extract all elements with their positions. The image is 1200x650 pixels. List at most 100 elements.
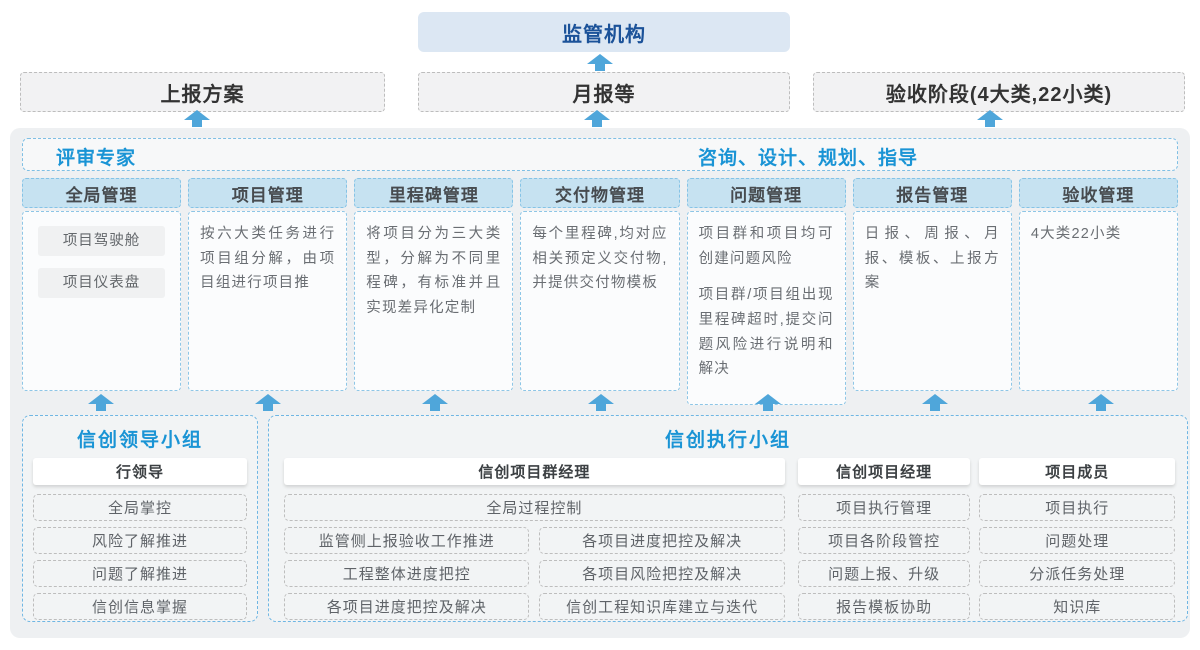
column-header: 项目管理 <box>188 178 348 208</box>
role-label: 信创项目群经理 <box>478 464 591 481</box>
column-title: 项目管理 <box>231 185 304 205</box>
column-acceptance-mgmt: 验收管理 4大类22小类 <box>1018 178 1178 391</box>
review-experts-label: 评审专家 <box>56 148 137 169</box>
project-member-role-box: 项目成员 <box>979 458 1175 485</box>
list-item: 知识库 <box>979 593 1175 620</box>
role-label: 项目成员 <box>1045 464 1110 481</box>
column-title: 验收管理 <box>1062 185 1135 205</box>
grid-row: 各项目进度把控及解决 信创工程知识库建立与迭代 <box>284 593 785 620</box>
acceptance-stage-label: 验收阶段(4大类,22小类) <box>885 83 1113 106</box>
report-plan-label: 上报方案 <box>160 83 245 106</box>
grid-row: 监管侧上报验收工作推进 各项目进度把控及解决 <box>284 527 785 554</box>
column-title: 交付物管理 <box>554 185 645 205</box>
list-item: 问题处理 <box>979 527 1175 554</box>
column-text: 日报、周报、月报、模板、上报方案 <box>864 226 1000 292</box>
list-item: 项目各阶段管控 <box>797 527 971 554</box>
up-arrow-icon <box>584 110 610 127</box>
item-label: 监管侧上报验收工作推进 <box>318 533 495 550</box>
column-body: 4大类22小类 <box>1018 211 1178 391</box>
execution-group-body: 信创项目群经理 全局过程控制 监管侧上报验收工作推进 各项目进度把控及解决 工程… <box>269 451 1187 620</box>
list-item: 问题了解推进 <box>33 560 247 587</box>
list-item: 风险了解推进 <box>33 527 247 554</box>
item-label: 工程整体进度把控 <box>342 566 471 583</box>
up-arrow-icon <box>755 394 781 411</box>
item-label: 各项目风险把控及解决 <box>582 566 743 583</box>
column-text: 按六大类任务进行项目组分解，由项目组进行项目推 <box>200 226 336 292</box>
list-item: 信创工程知识库建立与迭代 <box>539 593 785 620</box>
expert-header-bar: 评审专家 咨询、设计、规划、指导 <box>22 138 1178 171</box>
list-item: 项目执行 <box>979 494 1175 521</box>
list-item: 各项目进度把控及解决 <box>284 593 530 620</box>
leadership-group: 信创领导小组 行领导 全局掌控 风险了解推进 问题了解推进 信创信息掌握 <box>22 415 258 622</box>
up-arrow-icon <box>977 110 1003 127</box>
column-title: 全局管理 <box>65 185 138 205</box>
column-global-mgmt: 全局管理 项目驾驶舱 项目仪表盘 <box>22 178 182 391</box>
pill-label: 项目驾驶舱 <box>62 232 141 249</box>
item-label: 知识库 <box>1053 599 1102 616</box>
regulator-label: 监管机构 <box>562 23 646 46</box>
column-header: 里程碑管理 <box>354 178 514 208</box>
monthly-report-box: 月报等 <box>418 72 790 112</box>
up-arrow-icon <box>1088 394 1114 411</box>
report-plan-box: 上报方案 <box>20 72 385 112</box>
column-header: 交付物管理 <box>520 178 680 208</box>
column-text: 项目群/项目组出现里程碑超时,提交问题风险进行说明和解决 <box>698 287 834 378</box>
item-label: 信创工程知识库建立与迭代 <box>566 599 759 616</box>
column-milestone-mgmt: 里程碑管理 将项目分为三大类型，分解为不同里程碑，有标准并且实现差异化定制 <box>354 178 514 391</box>
management-columns: 全局管理 项目驾驶舱 项目仪表盘 项目管理 按六大类任务进行项目组分解，由项目组… <box>22 178 1178 405</box>
column-header: 验收管理 <box>1018 178 1178 208</box>
item-label: 信创信息掌握 <box>91 599 188 616</box>
project-dashboard-pill: 项目仪表盘 <box>38 268 166 298</box>
list-item: 全局掌控 <box>33 494 247 521</box>
up-arrow-icon <box>255 394 281 411</box>
role-label: 行领导 <box>115 464 164 481</box>
column-report-mgmt: 报告管理 日报、周报、月报、模板、上报方案 <box>852 178 1012 391</box>
column-body: 按六大类任务进行项目组分解，由项目组进行项目推 <box>188 211 348 391</box>
pill-label: 项目仪表盘 <box>62 274 141 291</box>
list-item: 信创信息掌握 <box>33 593 247 620</box>
acceptance-stage-box: 验收阶段(4大类,22小类) <box>813 72 1185 112</box>
project-member-section: 项目成员 项目执行 问题处理 分派任务处理 知识库 <box>979 458 1175 620</box>
column-title: 报告管理 <box>896 185 969 205</box>
up-arrow-icon <box>88 394 114 411</box>
column-body: 每个里程碑,均对应相关预定义交付物,并提供交付物模板 <box>520 211 680 391</box>
consult-design-label: 咨询、设计、规划、指导 <box>698 148 919 169</box>
item-label: 报告模板协助 <box>836 599 933 616</box>
platform-container: 评审专家 咨询、设计、规划、指导 全局管理 项目驾驶舱 项目仪表盘 项目管理 按 <box>10 128 1190 638</box>
list-item: 全局过程控制 <box>284 494 785 521</box>
leadership-group-body: 行领导 全局掌控 风险了解推进 问题了解推进 信创信息掌握 <box>23 451 257 620</box>
item-label: 项目执行管理 <box>836 500 933 517</box>
item-label: 全局掌控 <box>107 500 172 517</box>
list-item: 各项目进度把控及解决 <box>539 527 785 554</box>
project-manager-role-box: 信创项目经理 <box>797 458 971 485</box>
list-item: 监管侧上报验收工作推进 <box>284 527 530 554</box>
column-issue-mgmt: 问题管理 项目群和项目均可创建问题风险 项目群/项目组出现里程碑超时,提交问题风… <box>686 178 846 405</box>
list-item: 各项目风险把控及解决 <box>539 560 785 587</box>
column-body: 将项目分为三大类型，分解为不同里程碑，有标准并且实现差异化定制 <box>354 211 514 391</box>
column-text: 将项目分为三大类型，分解为不同里程碑，有标准并且实现差异化定制 <box>366 226 502 316</box>
column-body: 日报、周报、月报、模板、上报方案 <box>852 211 1012 391</box>
item-label: 项目各阶段管控 <box>828 533 941 550</box>
column-title: 问题管理 <box>730 185 803 205</box>
regulator-box: 监管机构 <box>418 12 790 52</box>
column-text: 4大类22小类 <box>1030 226 1122 242</box>
list-item: 报告模板协助 <box>797 593 971 620</box>
item-label: 问题了解推进 <box>91 566 188 583</box>
column-title: 里程碑管理 <box>388 185 479 205</box>
up-arrow-icon <box>184 110 210 127</box>
project-cockpit-pill: 项目驾驶舱 <box>38 226 166 256</box>
column-header: 问题管理 <box>686 178 846 208</box>
bank-leader-role-box: 行领导 <box>33 458 247 485</box>
item-label: 风险了解推进 <box>91 533 188 550</box>
column-text: 每个里程碑,均对应相关预定义交付物,并提供交付物模板 <box>532 226 668 292</box>
up-arrow-icon <box>587 54 613 71</box>
program-manager-role-box: 信创项目群经理 <box>284 458 785 485</box>
column-header: 全局管理 <box>22 178 182 208</box>
item-label: 全局过程控制 <box>486 500 583 517</box>
column-body: 项目驾驶舱 项目仪表盘 <box>22 211 182 391</box>
execution-group-title: 信创执行小组 <box>664 430 791 451</box>
list-item: 项目执行管理 <box>797 494 971 521</box>
list-item: 分派任务处理 <box>979 560 1175 587</box>
list-item: 问题上报、升级 <box>797 560 971 587</box>
grid-row: 工程整体进度把控 各项目风险把控及解决 <box>284 560 785 587</box>
